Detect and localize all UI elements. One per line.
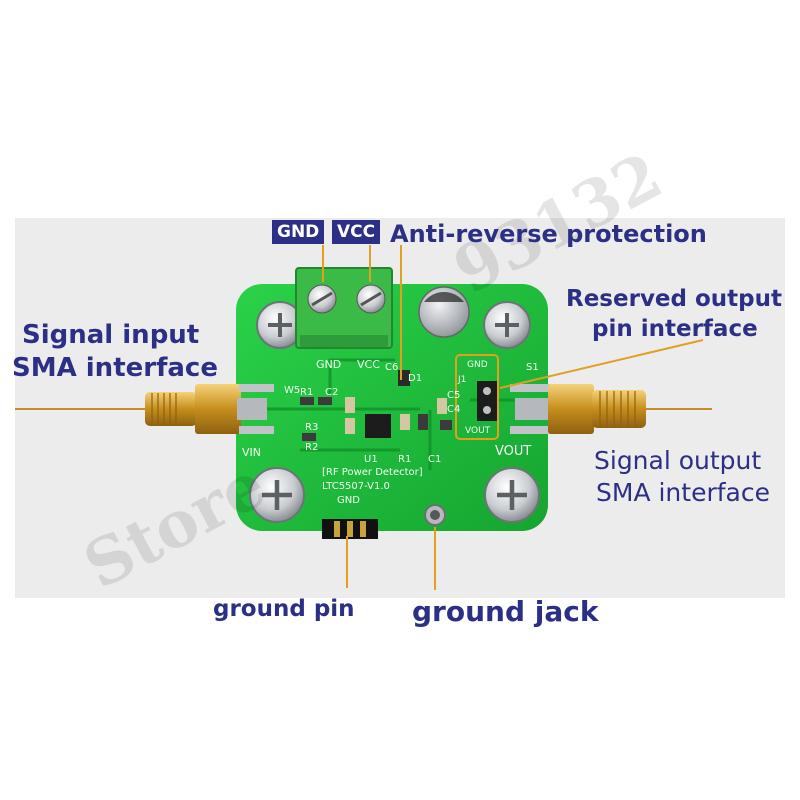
signal-input-label-line2: SMA interface xyxy=(12,353,218,383)
mounting-screw-top-left xyxy=(256,301,304,349)
silk-d1: D1 xyxy=(408,373,422,384)
silk-vin: VIN xyxy=(242,446,261,459)
ground-jack xyxy=(424,504,446,526)
callout-lines xyxy=(322,245,704,590)
reserved-output-label-line2: pin interface xyxy=(592,316,758,342)
silk-terminal-gnd: GND xyxy=(316,358,341,371)
silk-w5: W5 xyxy=(284,385,300,396)
silk-j1: J1 xyxy=(457,375,466,385)
signal-output-label-line2: SMA interface xyxy=(596,478,770,507)
silk-vout: VOUT xyxy=(495,444,531,459)
anti-reverse-protection-label: Anti-reverse protection xyxy=(390,220,707,248)
silk-title-line1: [RF Power Detector] xyxy=(322,467,423,478)
silk-pin-vout: VOUT xyxy=(465,426,491,436)
silk-c1b: C1 xyxy=(428,454,441,465)
silk-r3: R3 xyxy=(305,422,318,433)
mounting-screw-bottom-left xyxy=(249,467,305,523)
vcc-badge: VCC xyxy=(332,220,381,244)
gnd-badge: GND xyxy=(272,220,325,244)
input-sma-connector xyxy=(145,384,274,434)
silk-s1: S1 xyxy=(526,362,539,373)
reserved-output-pins xyxy=(455,354,499,440)
ground-pin-header xyxy=(322,519,378,539)
silk-r1: R1 xyxy=(300,387,313,398)
silk-r2: R2 xyxy=(305,442,318,453)
silk-pin-gnd: GND xyxy=(467,360,488,370)
mounting-screw-top-right xyxy=(483,301,531,349)
silk-c2: C2 xyxy=(325,387,338,398)
silk-title-line2: LTC5507-V1.0 xyxy=(322,481,390,492)
silk-c6: C6 xyxy=(385,362,398,373)
ground-pin-label: ground pin xyxy=(213,596,355,622)
output-sma-connector xyxy=(510,384,646,434)
signal-input-label-line1: Signal input xyxy=(22,320,200,350)
reserved-pin-highlight xyxy=(455,354,499,440)
signal-output-label-line1: Signal output xyxy=(594,446,762,475)
reserved-output-label-line1: Reserved output xyxy=(566,286,783,312)
silk-terminal-vcc: VCC xyxy=(357,358,380,371)
silk-r1b: R1 xyxy=(398,454,411,465)
silk-c4: C4 xyxy=(447,404,460,415)
silk-u1: U1 xyxy=(364,454,378,465)
silk-gnd-header: GND xyxy=(337,495,360,506)
smd-components xyxy=(300,370,452,441)
silk-c5: C5 xyxy=(447,390,460,401)
power-terminal-block xyxy=(295,267,393,349)
electrolytic-capacitor xyxy=(418,286,470,338)
ground-jack-label: ground jack xyxy=(412,595,599,628)
mounting-screw-bottom-right xyxy=(484,467,540,523)
silkscreen: GND VCC C6 D1 J1 GND VOUT S1 W5 R1 C2 R3… xyxy=(242,358,539,506)
